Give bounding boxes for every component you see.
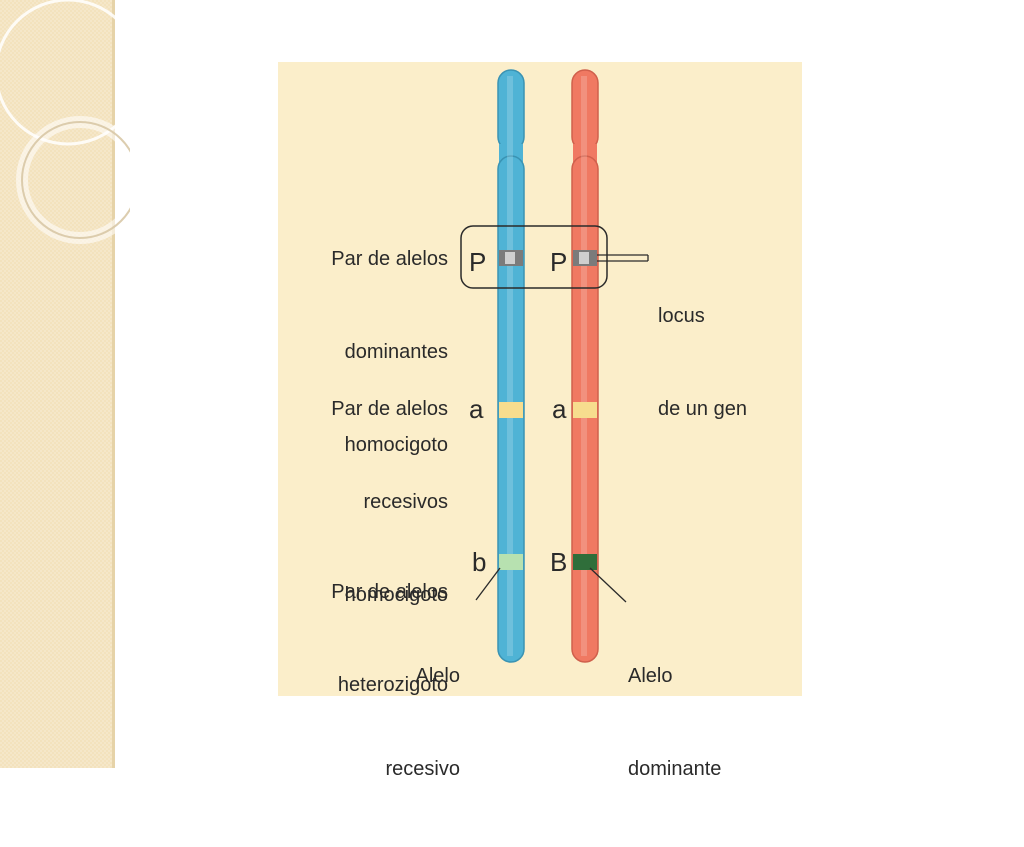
chromosome-diagram: Par de alelos dominantes homocigoto P P … (278, 62, 802, 780)
allele-P-right: P (550, 247, 568, 277)
allele-a-right: a (552, 394, 567, 424)
allele-b-left: b (472, 547, 487, 577)
allele-a-left: a (469, 394, 484, 424)
homozygous-dominant-box (460, 225, 608, 289)
allele-B-right: B (550, 547, 568, 577)
side-strip-edge (112, 0, 115, 768)
band-B-right (573, 554, 597, 570)
band-a-right (573, 402, 597, 418)
label-heterozygous: Par de alelos heterozigoto (331, 581, 448, 696)
band-b-left (499, 554, 523, 570)
chromosome-left (497, 69, 525, 663)
decorative-circles (0, 0, 130, 244)
chromosome-drawing (460, 69, 649, 663)
dominant-allele-callout: Alelo dominante (628, 665, 722, 780)
label-recessive-homozygous: Par de alelos recesivos homocigoto (331, 398, 448, 606)
label-dominant-homozygous: Par de alelos dominantes homocigoto (331, 248, 448, 456)
allele-P-left: P (469, 247, 487, 277)
chromosome-right (571, 69, 599, 663)
locus-callout: locus de un gen (658, 305, 747, 420)
band-a-left (499, 402, 523, 418)
recessive-allele-callout: Alelo recesivo (385, 665, 460, 780)
